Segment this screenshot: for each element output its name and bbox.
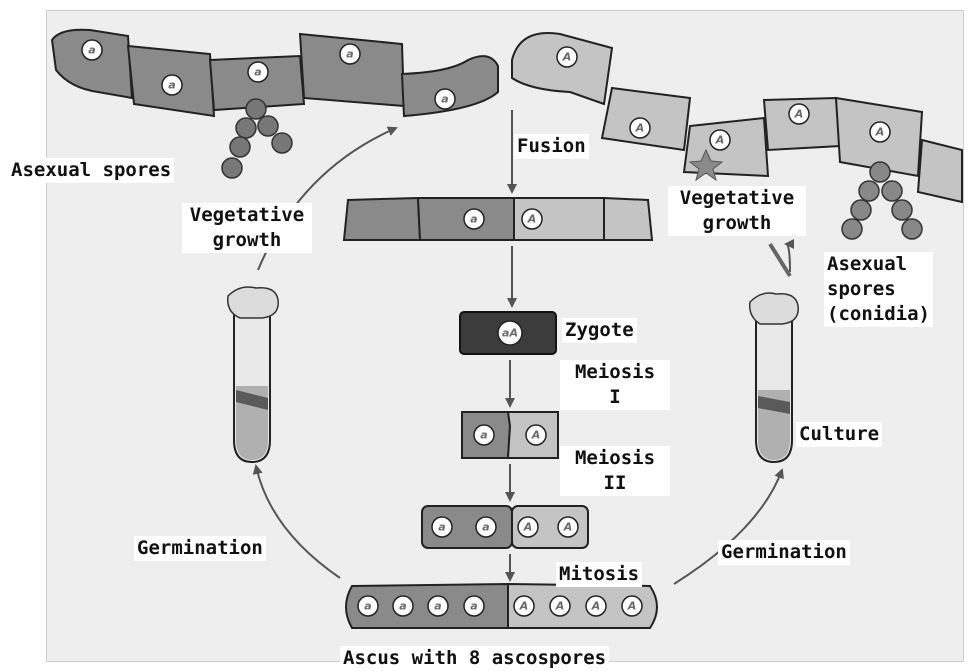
nucleus-letter: A (627, 600, 637, 613)
nucleus-letter: a (441, 93, 448, 106)
label-asexual-spores-right: Asexual spores (conidia) (824, 252, 933, 327)
nucleus-letter: A (527, 213, 537, 226)
label-asexual-spores-left: Asexual spores (8, 158, 174, 183)
hypha-A-cell (918, 140, 962, 202)
culture-tube-right (750, 293, 798, 462)
label-germination-left: Germination (134, 536, 266, 561)
nucleus-letter: A (523, 521, 533, 534)
nucleus-letter: a (438, 521, 445, 534)
hypha-A-cell (602, 88, 690, 150)
nucleus-letter: a (434, 600, 441, 613)
nucleus-letter: a (482, 521, 489, 534)
arrow-germination-left (256, 466, 340, 578)
nucleus-letter: a (480, 429, 487, 442)
nucleus-letter: A (715, 134, 725, 147)
hypha-A-cell (512, 33, 612, 104)
nucleus-letter: A (562, 51, 572, 64)
nucleus-letter: A (635, 122, 645, 135)
label-fusion: Fusion (514, 134, 589, 159)
asexual-spore-chain-left (222, 99, 292, 178)
label-germination-right: Germination (718, 540, 850, 565)
nucleus-letter: aA (502, 327, 518, 340)
culture-tube-left (228, 287, 278, 462)
label-culture: Culture (796, 422, 882, 447)
nucleus-letter: a (470, 600, 477, 613)
label-mitosis: Mitosis (556, 562, 642, 587)
nucleus-letter: a (88, 44, 95, 57)
nucleus-letter: a (168, 79, 175, 92)
nucleus-letter: A (555, 600, 565, 613)
label-vegetative-growth-right: Vegetative growth (668, 186, 806, 236)
nucleus-letter: A (519, 600, 529, 613)
fused-hypha (344, 198, 652, 240)
arrow-germination-right (674, 470, 782, 584)
nucleus-letter: a (364, 600, 371, 613)
nucleus-letter: A (591, 600, 601, 613)
nucleus-letter: A (875, 126, 885, 139)
nucleus-letter: A (531, 429, 541, 442)
nucleus-letter: a (254, 66, 261, 79)
nucleus-letter: a (399, 600, 406, 613)
hypha-a-left (52, 30, 498, 116)
label-meiosis-ii: Meiosis II (560, 446, 670, 496)
label-zygote: Zygote (562, 318, 637, 343)
hypha-A-right (512, 33, 962, 202)
nucleus-letter: a (346, 48, 353, 61)
label-vegetative-growth-left: Vegetative growth (182, 203, 312, 253)
arrow-growth-right-line (770, 244, 790, 276)
label-meiosis-i: Meiosis I (560, 360, 670, 410)
nucleus-letter: A (794, 108, 804, 121)
nucleus-letter: A (563, 521, 573, 534)
nucleus-letter: a (470, 213, 477, 226)
label-ascus: Ascus with 8 ascospores (340, 646, 609, 671)
